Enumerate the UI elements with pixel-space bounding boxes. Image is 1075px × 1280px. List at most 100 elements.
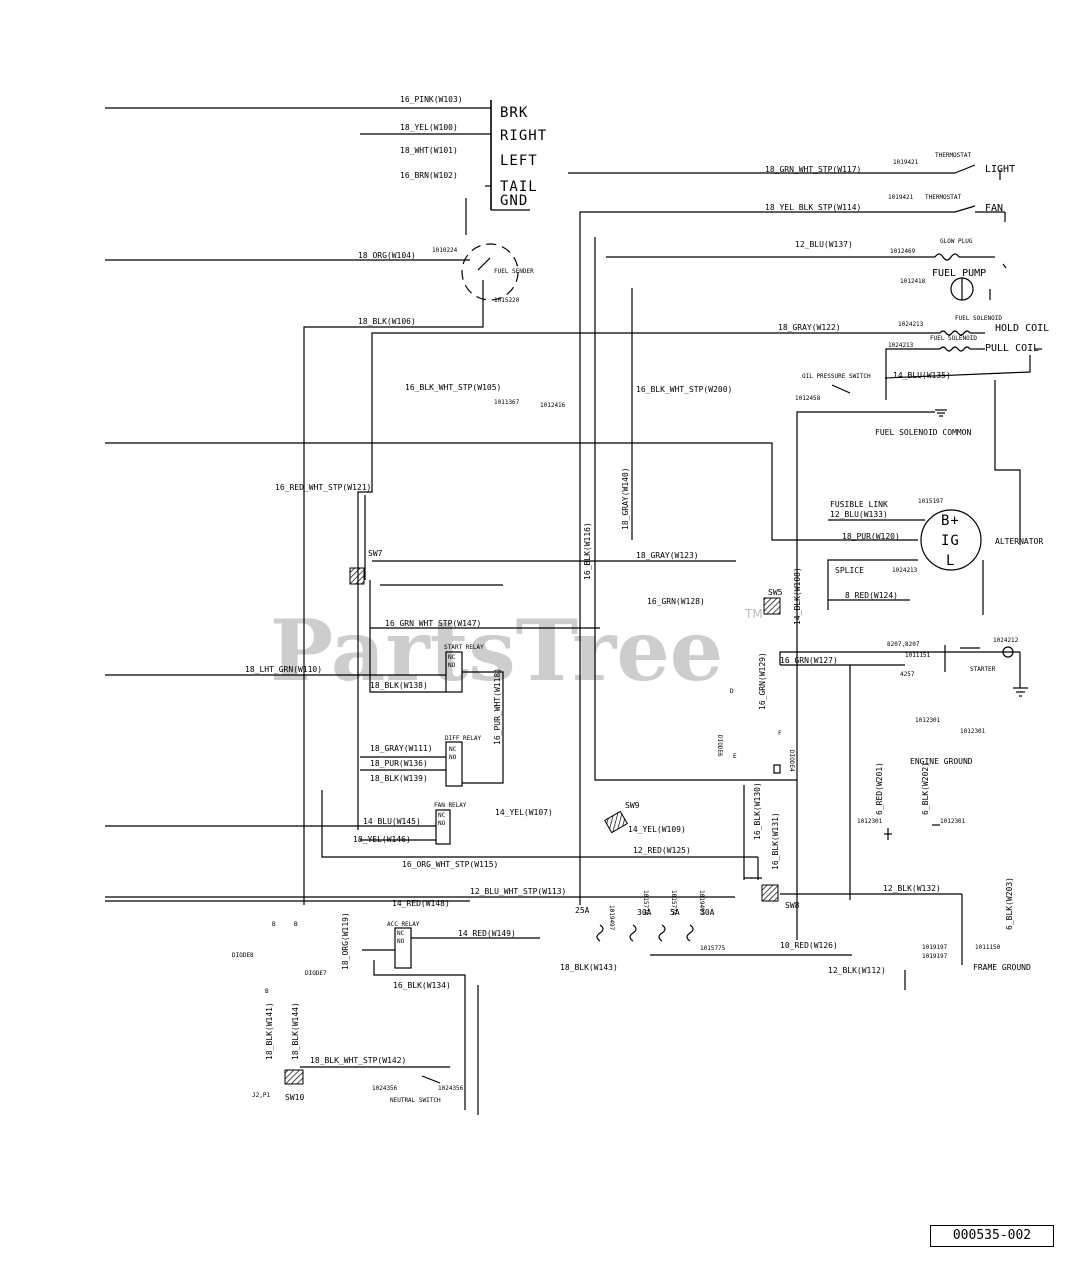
sw10-label: SW10 — [285, 1093, 304, 1102]
part-1011367: 1011367 — [494, 399, 520, 406]
fan-relay: FAN RELAY NC NO 14_BLU(W145) 18_YEL(W146… — [105, 790, 759, 880]
part-1015775: 1015775 — [700, 945, 726, 952]
wire-label-w133: 12_BLU(W133) — [830, 510, 888, 519]
neutral-switch-label: NEUTRAL SWITCH — [390, 1097, 441, 1104]
wire-label-w142: 18_BLK_WHT_STP(W142) — [310, 1056, 406, 1065]
wire-label-w100: 18_YEL(W100) — [400, 123, 458, 132]
wire-label-w123: 18_GRAY(W123) — [636, 551, 699, 560]
wire-label-w106: 18_BLK(W106) — [358, 317, 416, 326]
part-1012301-b: 1012301 — [960, 728, 986, 735]
diff-relay-nc: NC — [449, 746, 457, 753]
part-1012469: 1012469 — [890, 248, 916, 255]
part-1019197-a: 1019197 — [922, 944, 948, 951]
watermark: PartsTree — [270, 601, 723, 700]
fan-relay-nc: NC — [438, 812, 446, 819]
wire-label-w116: 16_BLK(W116) — [583, 522, 592, 580]
fuse-5a-label: 5A — [670, 908, 680, 917]
alternator-b-terminal: B+ — [941, 513, 960, 529]
part-4257: 4257 — [900, 671, 915, 678]
mark-b-1: B — [272, 921, 276, 928]
part-1019197-b: 1019197 — [922, 953, 948, 960]
part-1012301-a: 1012301 — [915, 717, 941, 724]
alternator-l-terminal: L — [946, 553, 955, 569]
part-1015197: 1015197 — [918, 498, 944, 505]
wire-label-w125: 12_RED(W125) — [633, 846, 691, 855]
part-1015220: 1015220 — [494, 297, 520, 304]
neutral-switch: 18_BLK(W141) 18_BLK(W144) 18_BLK_WHT_STP… — [265, 1002, 464, 1104]
oil-pressure-switch-label: OIL PRESSURE SWITCH — [802, 373, 871, 380]
diode8-label: DIODE8 — [232, 952, 254, 959]
wire-label-w137: 12_BLU(W137) — [795, 240, 853, 249]
part-1019497-a: 1019497 — [608, 905, 615, 931]
wire-label-w148: 14_RED(W148) — [392, 899, 450, 908]
diode6-label: DIODE6 — [716, 735, 723, 757]
mark-b-2: B — [294, 921, 298, 928]
connector-pin-tail: TAIL — [500, 179, 538, 195]
part-1015774-a: 1015774 — [642, 890, 649, 916]
fuel-solenoid-label-pull: FUEL SOLENOID — [930, 335, 977, 342]
wire-label-w140: 18_GRAY(W140) — [621, 467, 630, 530]
fuel-solenoid: 18_GRAY(W122) 1024213 FUEL SOLENOID HOLD… — [357, 315, 1049, 940]
part-1024213-hold: 1024213 — [898, 321, 924, 328]
part-1019421-fan: 1019421 — [888, 194, 914, 201]
diff-relay: DIFF RELAY NC NO 18_GRAY(W111) 18_PUR(W1… — [360, 735, 482, 787]
wire-label-w129: 16_GRN(W129) — [758, 652, 767, 710]
wire-label-w102: 16_BRN(W102) — [400, 171, 458, 180]
acc-relay-nc: NC — [397, 930, 405, 937]
part-1012458: 1012458 — [795, 395, 821, 402]
diodes: DIODE6 D E 16_GRN(W129) F DIODE4 16_BLK(… — [232, 652, 795, 995]
wire-label-w111: 18_GRAY(W111) — [370, 744, 433, 753]
frame-ground-label: FRAME GROUND — [973, 963, 1031, 972]
wire-label-w120: 18_PUR(W120) — [842, 532, 900, 541]
wire-label-w109: 14_YEL(W109) — [628, 825, 686, 834]
mark-f: F — [778, 730, 782, 737]
j2p1-label: J2,P1 — [252, 1092, 270, 1099]
wire-label-w127: 16_GRN(W127) — [780, 656, 838, 665]
start-relay-no: NO — [448, 662, 456, 669]
hold-coil-label: HOLD COIL — [995, 323, 1049, 334]
light-label: LIGHT — [985, 164, 1015, 175]
wire-label-w101: 18_WHT(W101) — [400, 146, 458, 155]
wire-label-w103: 16_PINK(W103) — [400, 95, 463, 104]
connector-pin-gnd: GND — [500, 193, 528, 209]
part-1024213-splice: 1024213 — [892, 567, 918, 574]
part-1012301-d: 1012301 — [940, 818, 966, 825]
part-1024356-a: 1024356 — [372, 1085, 398, 1092]
thermostat-label-fan: THERMOSTAT — [925, 194, 962, 201]
wire-label-w149: 14_RED(W149) — [458, 929, 516, 938]
part-1012301-c: 1012301 — [857, 818, 883, 825]
diff-relay-no: NO — [449, 754, 457, 761]
wire-label-w117: 18_GRN_WHT_STP(W117) — [765, 165, 861, 174]
fusible-link-label: FUSIBLE LINK — [830, 500, 888, 509]
fan-relay-no: NO — [438, 820, 446, 827]
mark-d: D — [730, 688, 734, 695]
fuel-solenoid-label-hold: FUEL SOLENOID — [955, 315, 1002, 322]
part-1024356-b: 1024356 — [438, 1085, 464, 1092]
glow-plug-label: GLOW PLUG — [940, 238, 973, 245]
part-1024213-pull: 1024213 — [888, 342, 914, 349]
upper-right-loads: 18_GRN_WHT_STP(W117) 1019421 THERMOSTAT … — [568, 152, 1015, 905]
acc-relay: ACC RELAY NC NO 14_RED(W149) 18_ORG(W119… — [341, 912, 540, 1115]
mark-b-3: B — [265, 988, 269, 995]
wire-label-w203: 6_BLK(W203) — [1005, 877, 1014, 930]
starter-label: STARTER — [970, 666, 996, 673]
part-1024212: 1024212 — [993, 637, 1019, 644]
fuel-solenoid-common-label: FUEL SOLENOID COMMON — [875, 428, 972, 437]
wire-label-w138: 18_BLK(W138) — [370, 681, 428, 690]
wire-label-w128: 16_GRN(W128) — [647, 597, 705, 606]
part-1012418: 1012418 — [900, 278, 926, 285]
diode7-label: DIODE7 — [305, 970, 327, 977]
wire-label-w110: 18_LHT_GRN(W110) — [245, 665, 322, 674]
connector-pin-left: LEFT — [500, 153, 538, 169]
sw8-label: SW8 — [785, 901, 800, 910]
wire-label-w108: 14_BLK(W108) — [793, 567, 802, 625]
wire-label-w114: 18_YEL_BLK_STP(W114) — [765, 203, 861, 212]
wire-label-w144: 18_BLK(W144) — [291, 1002, 300, 1060]
alternator-label: ALTERNATOR — [995, 537, 1043, 546]
connector-pin-right: RIGHT — [500, 128, 547, 144]
wire-label-w113: 12_BLU_WHT_STP(W113) — [470, 887, 566, 896]
middle-wires: 16_BLK_WHT_STP(W105) 1011367 1012416 16_… — [105, 237, 1021, 781]
fan-label: FAN — [985, 203, 1003, 214]
wire-label-w121: 16_RED_WHT_STP(W121) — [275, 483, 371, 492]
